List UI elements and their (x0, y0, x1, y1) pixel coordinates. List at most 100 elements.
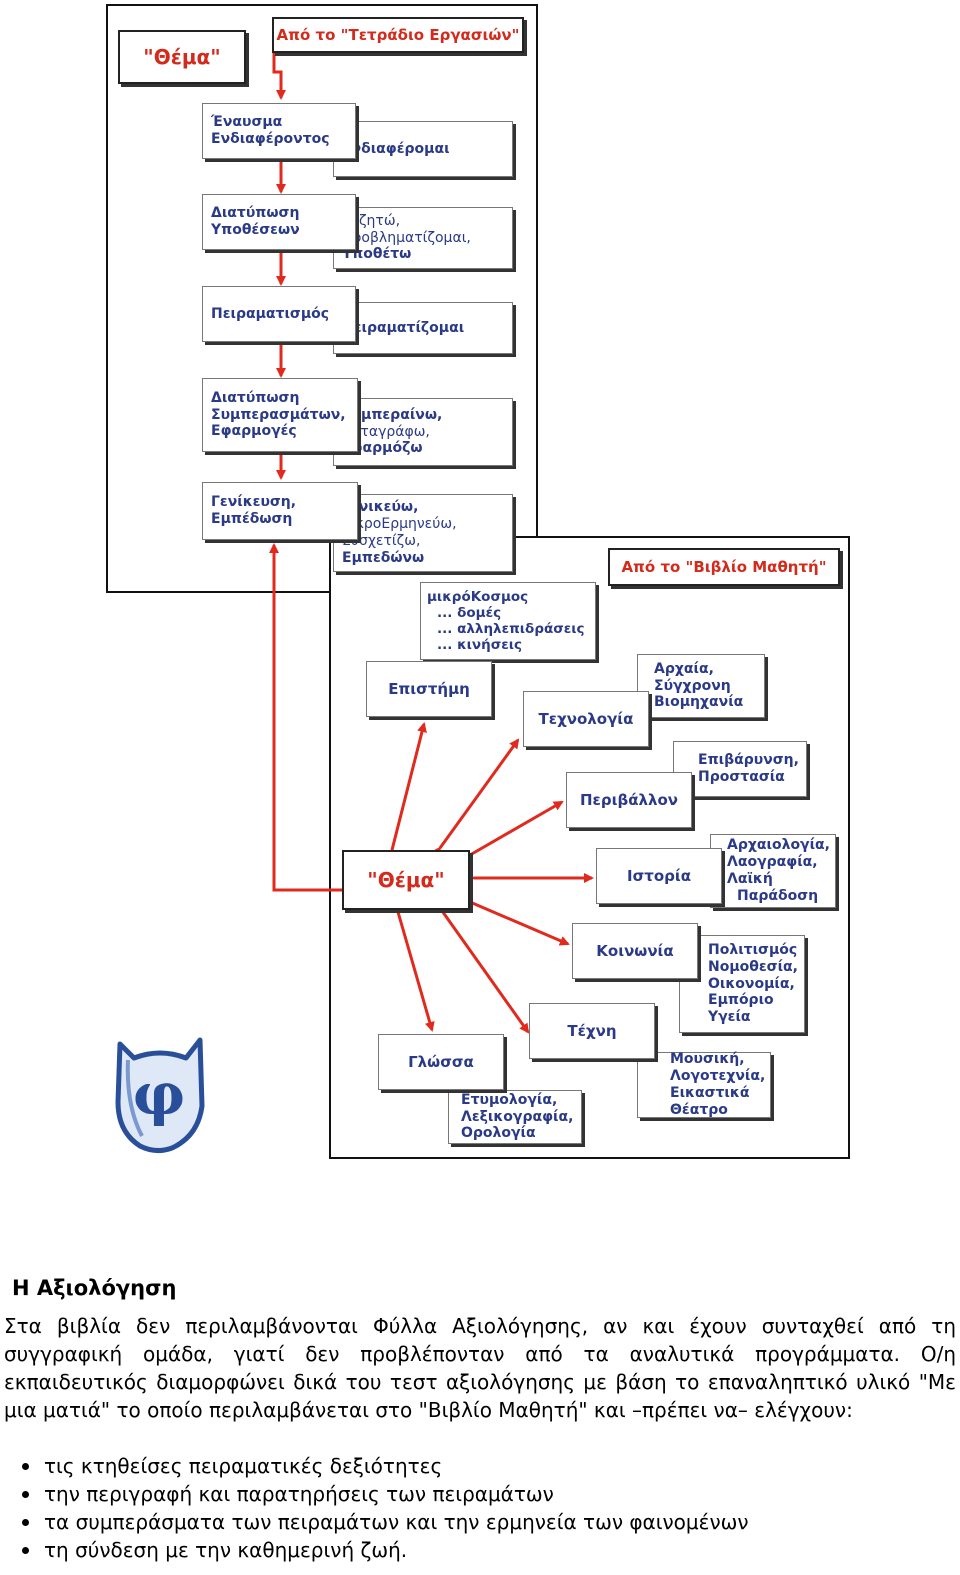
arrow-header-to-step1 (272, 52, 286, 100)
action-line: Γενικεύω, (342, 499, 419, 516)
node-label: Ιστορία (626, 867, 692, 885)
stage-line: Έναυσμα (211, 114, 283, 131)
node-label: Τεχνολογία (538, 710, 634, 728)
node-science: Επιστήμη (366, 661, 492, 717)
note-line: Προστασία (698, 769, 785, 785)
owl-logo-icon: φ (115, 1037, 205, 1154)
theme-box-top: "Θέμα" (118, 30, 246, 84)
node-label: Γλώσσα (408, 1053, 474, 1071)
action-line: Συμπεραίνω, (342, 406, 443, 423)
note-line: Πολιτισμός (708, 942, 798, 958)
list-item: τα συμπεράσματα των πειραμάτων και την ε… (18, 1508, 749, 1536)
note-line: ... αλληλεπιδράσεις (437, 621, 585, 637)
note-line: Αρχαία, (654, 660, 714, 677)
step-experiment-box: Πειραματίζομαι (333, 302, 513, 354)
stage-line: Εμπέδωση (211, 511, 293, 527)
note-line: Ετυμολογία, (461, 1091, 558, 1108)
arrow-language (390, 902, 435, 1032)
step-generalization-box: Γενικεύω, μικροΕρμηνεύω, Συσχετίζω, Εμπε… (333, 494, 513, 572)
list-item: την περιγραφή και παρατηρήσεις των πειρα… (18, 1480, 749, 1508)
action-line: Υποθέτω (342, 246, 412, 263)
node-environment: Περιβάλλον (566, 772, 692, 828)
note-line: ... κινήσεις (437, 637, 523, 654)
step-generalization-stage: Γενίκευση, Εμπέδωση (202, 482, 358, 540)
bullet-dot-icon (22, 1519, 29, 1526)
note-line: Λαογραφία, (727, 854, 818, 871)
step-conclusions-box: Συμπεραίνω, Καταγράφω, Εφαρμόζω (333, 398, 513, 466)
list-item: τις κτηθείσες πειραματικές δεξιότητες (18, 1452, 749, 1480)
note-language: Ετυμολογία, Λεξικογραφία, Ορολογία (448, 1090, 582, 1144)
bullet-dot-icon (22, 1547, 29, 1554)
workbook-header-text: Από το "Τετράδιο Εργασιών" (276, 26, 520, 44)
note-environment: Επιβάρυνση, Προστασία (673, 741, 807, 797)
node-label: Επιστήμη (388, 680, 470, 698)
note-technology: Αρχαία, Σύγχρονη Βιομηχανία (637, 654, 765, 718)
node-label: Περιβάλλον (579, 791, 679, 809)
theme-box-bottom: "Θέμα" (342, 850, 470, 910)
article-bullets: τις κτηθείσες πειραματικές δεξιότητες τη… (18, 1452, 749, 1564)
note-line: Λεξικογραφία, (461, 1108, 574, 1125)
stage-line: Πειραματισμός (211, 305, 330, 322)
arrow-art (431, 898, 530, 1034)
note-line: Εμπόριο (708, 992, 774, 1009)
note-line: Οικονομία, (708, 975, 795, 992)
step-hypothesis-box: Συζητώ, Προβληματίζομαι, Υποθέτω (333, 207, 513, 269)
bullet-dot-icon (22, 1491, 29, 1498)
arrow-society (460, 894, 570, 946)
step-arousal-box: Ενδιαφέρομαι (333, 121, 513, 177)
arrow-technology (431, 738, 520, 858)
action-line: Καταγράφω, (342, 423, 430, 440)
note-line: ... δομές (437, 604, 502, 621)
workbook-header: Από το "Τετράδιο Εργασιών" (272, 17, 524, 53)
note-line: Λογοτεχνία, (670, 1068, 766, 1085)
list-item-text: τα συμπεράσματα των πειραμάτων και την ε… (44, 1510, 749, 1534)
action-line: Εφαρμόζω (342, 440, 423, 457)
stage-line: Διατύπωση (211, 389, 300, 406)
action-line: Εμπεδώνω (342, 549, 425, 566)
node-history: Ιστορία (596, 848, 722, 904)
step-arousal-stage: Έναυσμα Ενδιαφέροντος (202, 103, 356, 159)
list-item-text: τη σύνδεση με την καθημερινή ζωή. (44, 1538, 408, 1562)
note-history: Αρχαιολογία, Λαογραφία, Λαϊκή Παράδοση (710, 834, 836, 908)
studentbook-header: Από το "Βιβλίο Μαθητή" (608, 548, 840, 586)
note-society: Πολιτισμός Νομοθεσία, Οικονομία, Εμπόριο… (679, 935, 805, 1033)
stage-line: Ενδιαφέροντος (211, 131, 330, 147)
note-line: Μουσική, (670, 1051, 745, 1068)
theme-label-bottom: "Θέμα" (367, 868, 445, 892)
arrow-science (385, 722, 427, 859)
action-line: Πειραματίζομαι (342, 319, 465, 336)
node-technology: Τεχνολογία (523, 691, 649, 747)
action-line: μικροΕρμηνεύω, (342, 516, 457, 533)
owl-logo-glyph: φ (133, 1060, 185, 1128)
step-conclusions-stage: Διατύπωση Συμπερασμάτων, Εφαρμογές (202, 378, 358, 452)
note-line: Επιβάρυνση, (698, 752, 799, 769)
node-society: Κοινωνία (572, 923, 698, 979)
note-line: Υγεία (708, 1009, 751, 1026)
list-item-text: την περιγραφή και παρατηρήσεις των πειρα… (44, 1482, 554, 1506)
note-line: Λαϊκή (727, 871, 773, 887)
step-hypothesis-stage: Διατύπωση Υποθέσεων (202, 194, 356, 250)
node-label: Τέχνη (567, 1022, 617, 1040)
note-line: Ορολογία (461, 1125, 536, 1142)
stage-line: Γενίκευση, (211, 494, 297, 511)
action-line: Προβληματίζομαι, (342, 229, 471, 246)
note-line: Θέατρο (670, 1101, 728, 1118)
studentbook-header-text: Από το "Βιβλίο Μαθητή" (621, 558, 827, 576)
note-line: Παράδοση (737, 887, 819, 904)
theme-label-top: "Θέμα" (143, 45, 221, 69)
note-science: μικρόΚοσμος ... δομές ... αλληλεπιδράσει… (420, 582, 596, 660)
list-item-text: τις κτηθείσες πειραματικές δεξιότητες (44, 1454, 443, 1478)
note-line: μικρόΚοσμος (427, 588, 529, 605)
stage-line: Εφαρμογές (211, 423, 297, 440)
node-art: Τέχνη (529, 1003, 655, 1059)
article-paragraph: Στα βιβλία δεν περιλαμβάνονται Φύλλα Αξι… (4, 1314, 956, 1422)
bullet-dot-icon (22, 1463, 29, 1470)
node-label: Κοινωνία (596, 942, 674, 960)
arrow-environment (460, 800, 564, 864)
note-line: Νομοθεσία, (708, 958, 798, 975)
stage-line: Διατύπωση (211, 205, 300, 222)
step-experiment-stage: Πειραματισμός (202, 286, 356, 342)
note-line: Σύγχρονη (654, 677, 731, 694)
article-heading: Η Αξιολόγηση (12, 1276, 177, 1300)
arrow-theme-to-generalization (269, 543, 356, 892)
